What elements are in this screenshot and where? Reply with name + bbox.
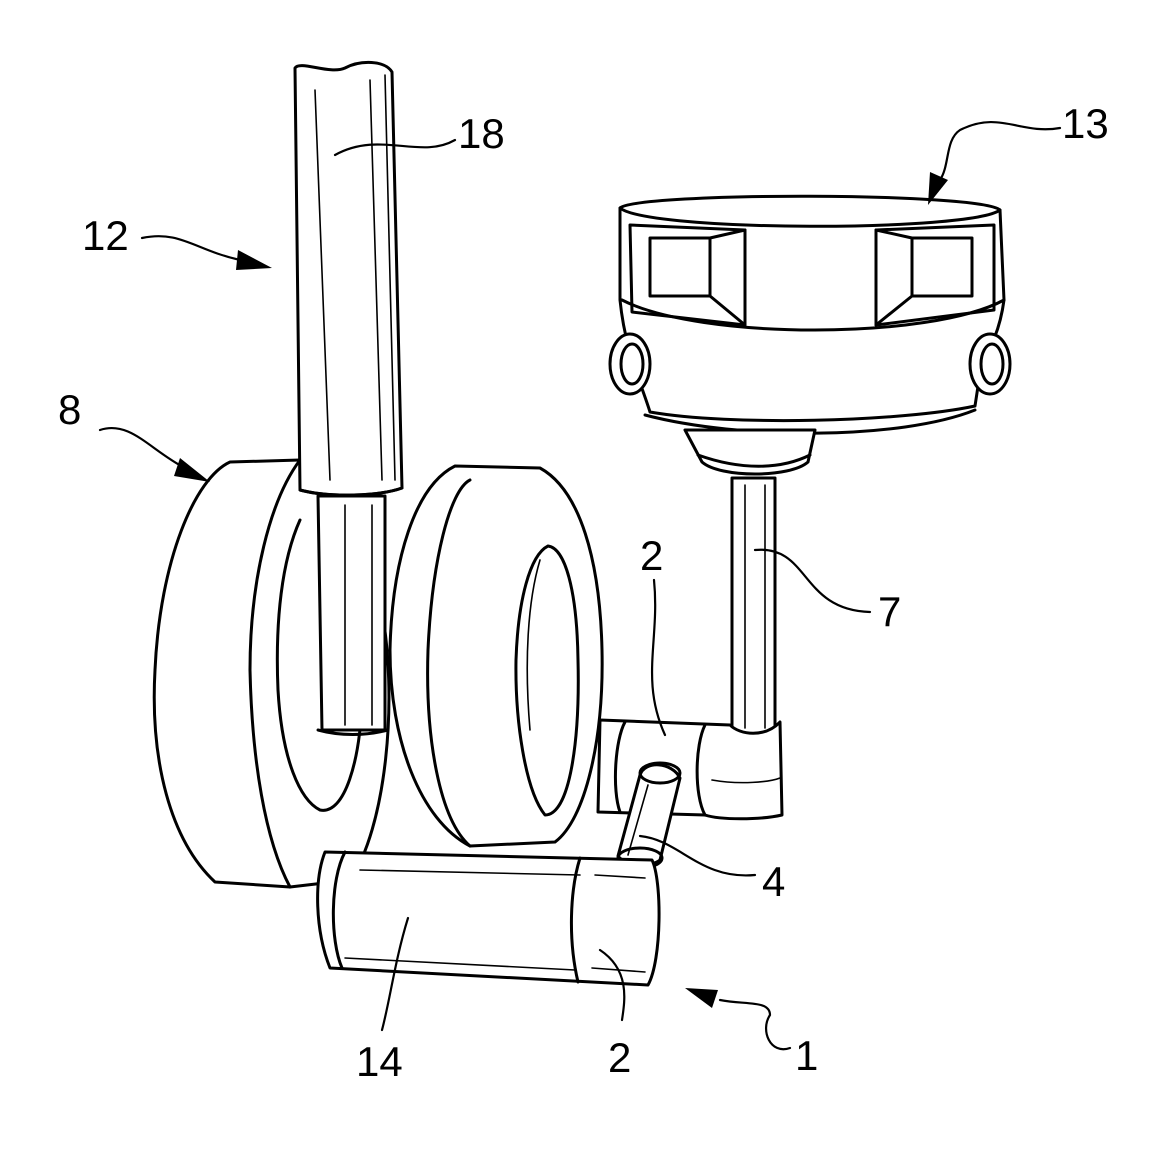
cylinder-14 [318, 852, 659, 985]
label-7: 7 [878, 588, 901, 635]
label-12: 12 [82, 212, 129, 259]
wheel-right [390, 466, 602, 846]
elbow-fitting-2 [598, 720, 782, 819]
label-18: 18 [458, 110, 505, 157]
stem-7 [732, 478, 775, 735]
label-14: 14 [356, 1038, 403, 1085]
label-2-lower: 2 [608, 1034, 631, 1081]
label-1: 1 [795, 1032, 818, 1079]
label-13: 13 [1062, 100, 1109, 147]
housing-13 [610, 196, 1010, 474]
label-4: 4 [762, 858, 785, 905]
label-2-upper: 2 [640, 532, 663, 579]
label-8: 8 [58, 386, 81, 433]
